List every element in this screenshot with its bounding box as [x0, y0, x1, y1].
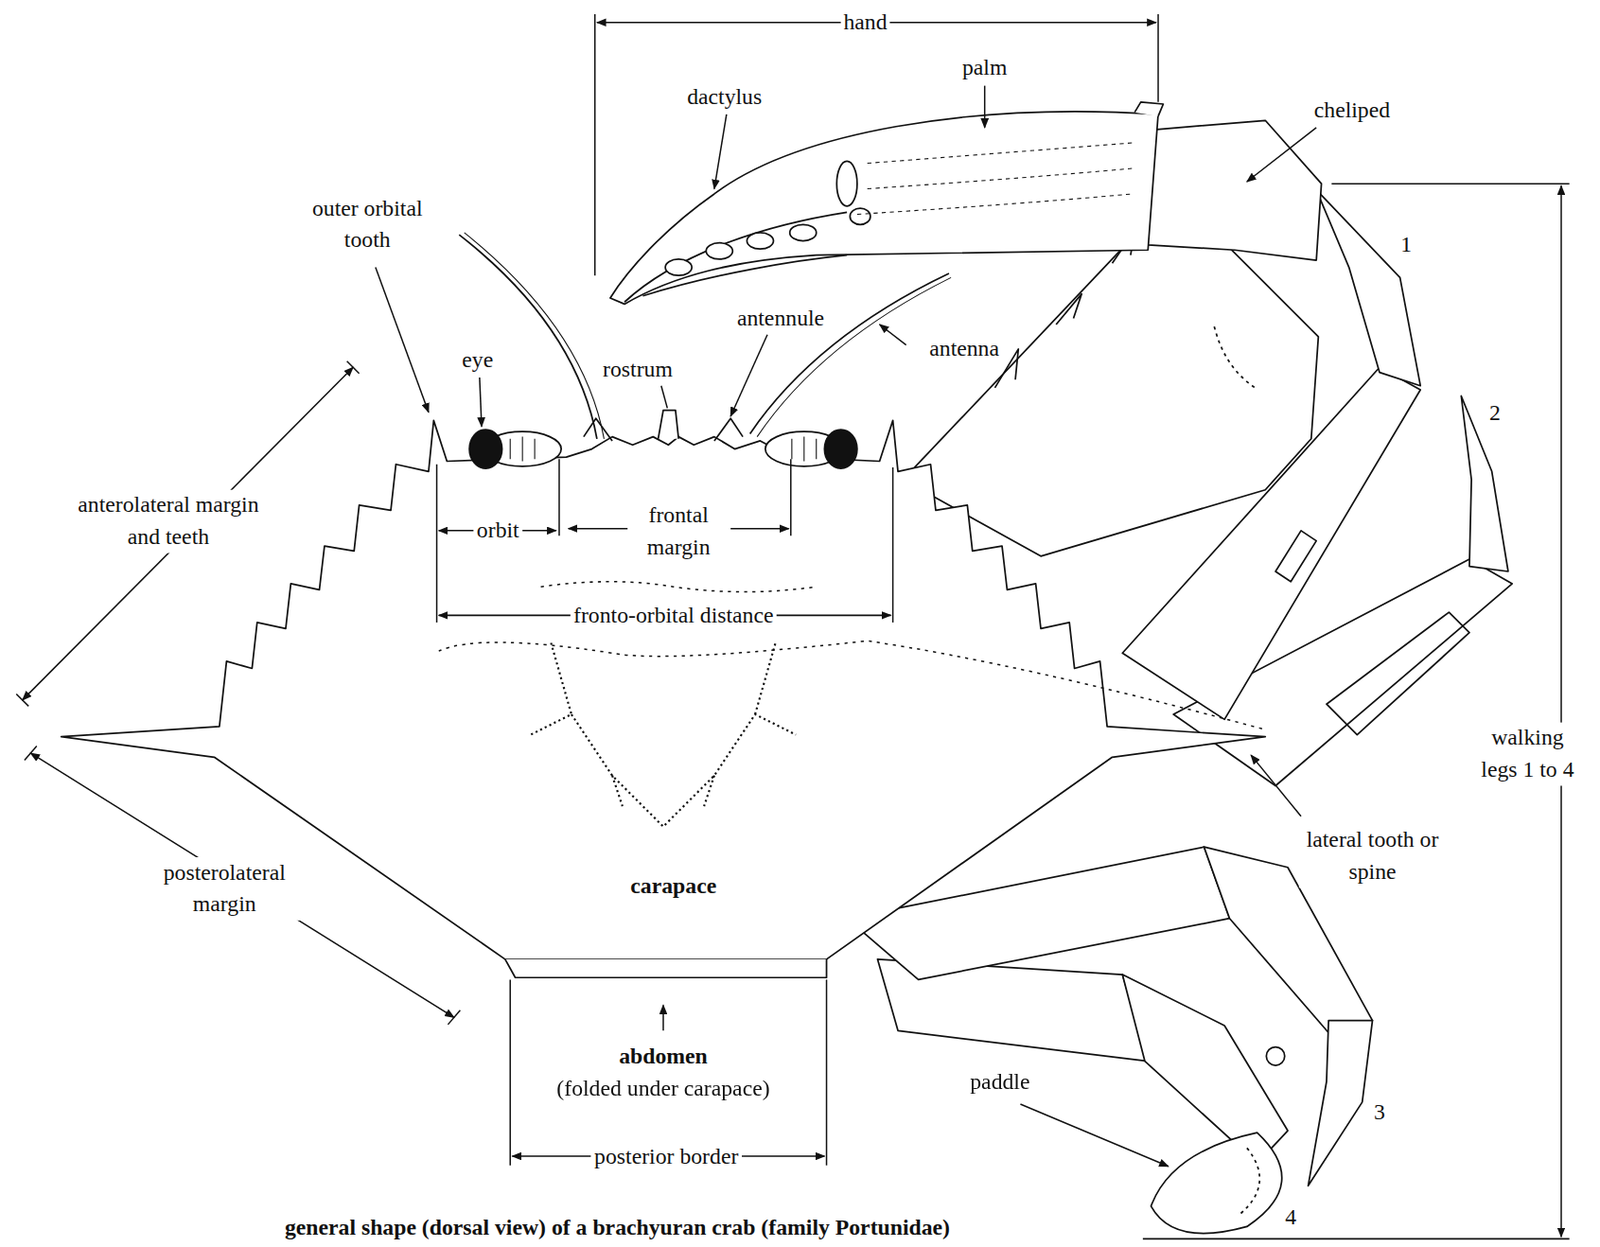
part-label: abdomen: [615, 1040, 711, 1073]
part-label: (folded under carapace): [553, 1072, 774, 1105]
part-label: carapace: [627, 870, 720, 902]
callout-number: 2: [1486, 397, 1504, 429]
part-label: paddle: [967, 1066, 1034, 1098]
part-label: outer orbital tooth: [287, 193, 447, 256]
figure-caption: general shape (dorsal view) of a brachyu…: [284, 1213, 950, 1241]
part-label: posterolateral margin: [144, 857, 304, 920]
part-label: frontal margin: [627, 500, 731, 563]
part-label: hand: [840, 6, 891, 38]
part-label: orbit: [474, 514, 523, 546]
part-label: lateral tooth or spine: [1299, 825, 1446, 888]
part-label: palm: [959, 52, 1011, 84]
part-label: fronto-orbital distance: [570, 599, 777, 632]
callout-number: 4: [1282, 1201, 1300, 1233]
callout-number: 3: [1371, 1096, 1389, 1128]
part-label: anterolateral margin and teeth: [73, 490, 264, 553]
part-label: eye: [458, 344, 496, 376]
part-label: walking legs 1 to 4: [1471, 722, 1584, 786]
part-label: rostrum: [599, 353, 676, 386]
part-label: cheliped: [1311, 94, 1394, 126]
part-label: antenna: [926, 333, 1003, 365]
callout-number: 1: [1397, 228, 1415, 261]
part-label: antennule: [734, 302, 828, 335]
part-label: posterior border: [591, 1140, 742, 1172]
part-label: dactylus: [684, 81, 766, 113]
